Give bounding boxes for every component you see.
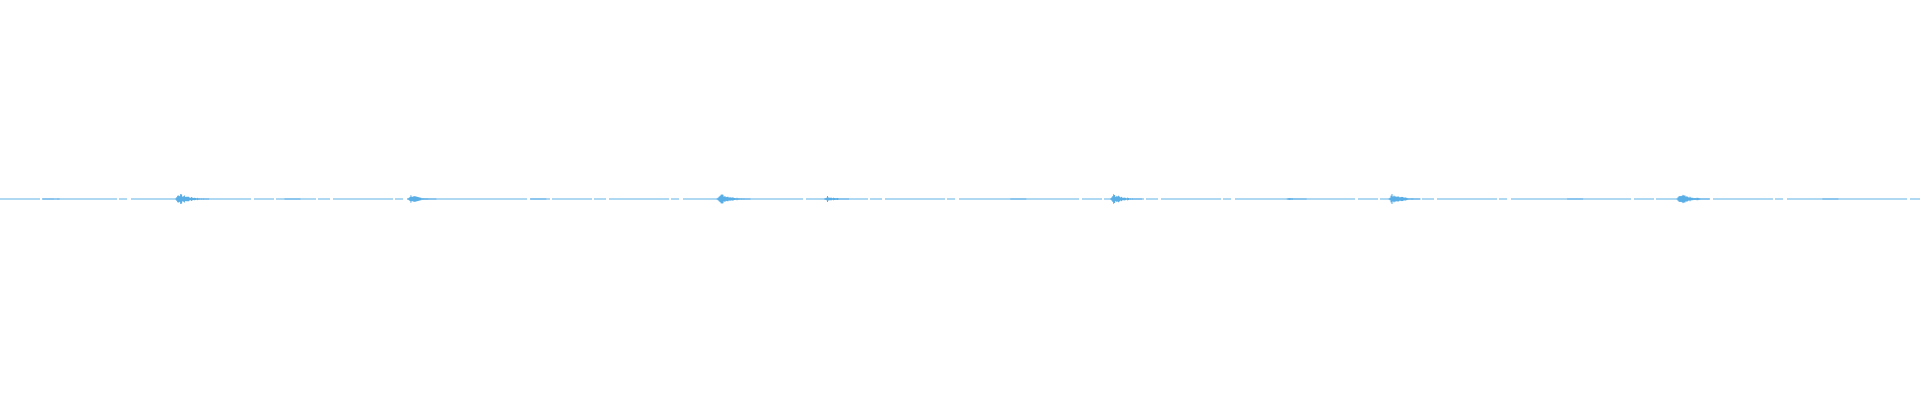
waveform-burst	[1567, 198, 1584, 200]
waveform-burst	[1388, 194, 1421, 204]
waveform-burst	[716, 194, 751, 204]
waveform-bursts	[42, 194, 1839, 204]
waveform-burst	[42, 198, 60, 200]
waveform-burst	[407, 195, 437, 203]
waveform-burst	[824, 196, 849, 202]
waveform-burst	[1010, 198, 1027, 200]
waveform-burst	[1822, 198, 1839, 200]
waveform-burst	[530, 198, 547, 200]
waveform-burst	[1110, 194, 1143, 204]
waveform-burst	[1286, 198, 1307, 200]
waveform-burst	[175, 194, 210, 204]
waveform-burst	[1676, 194, 1710, 204]
waveform-burst	[284, 198, 301, 200]
